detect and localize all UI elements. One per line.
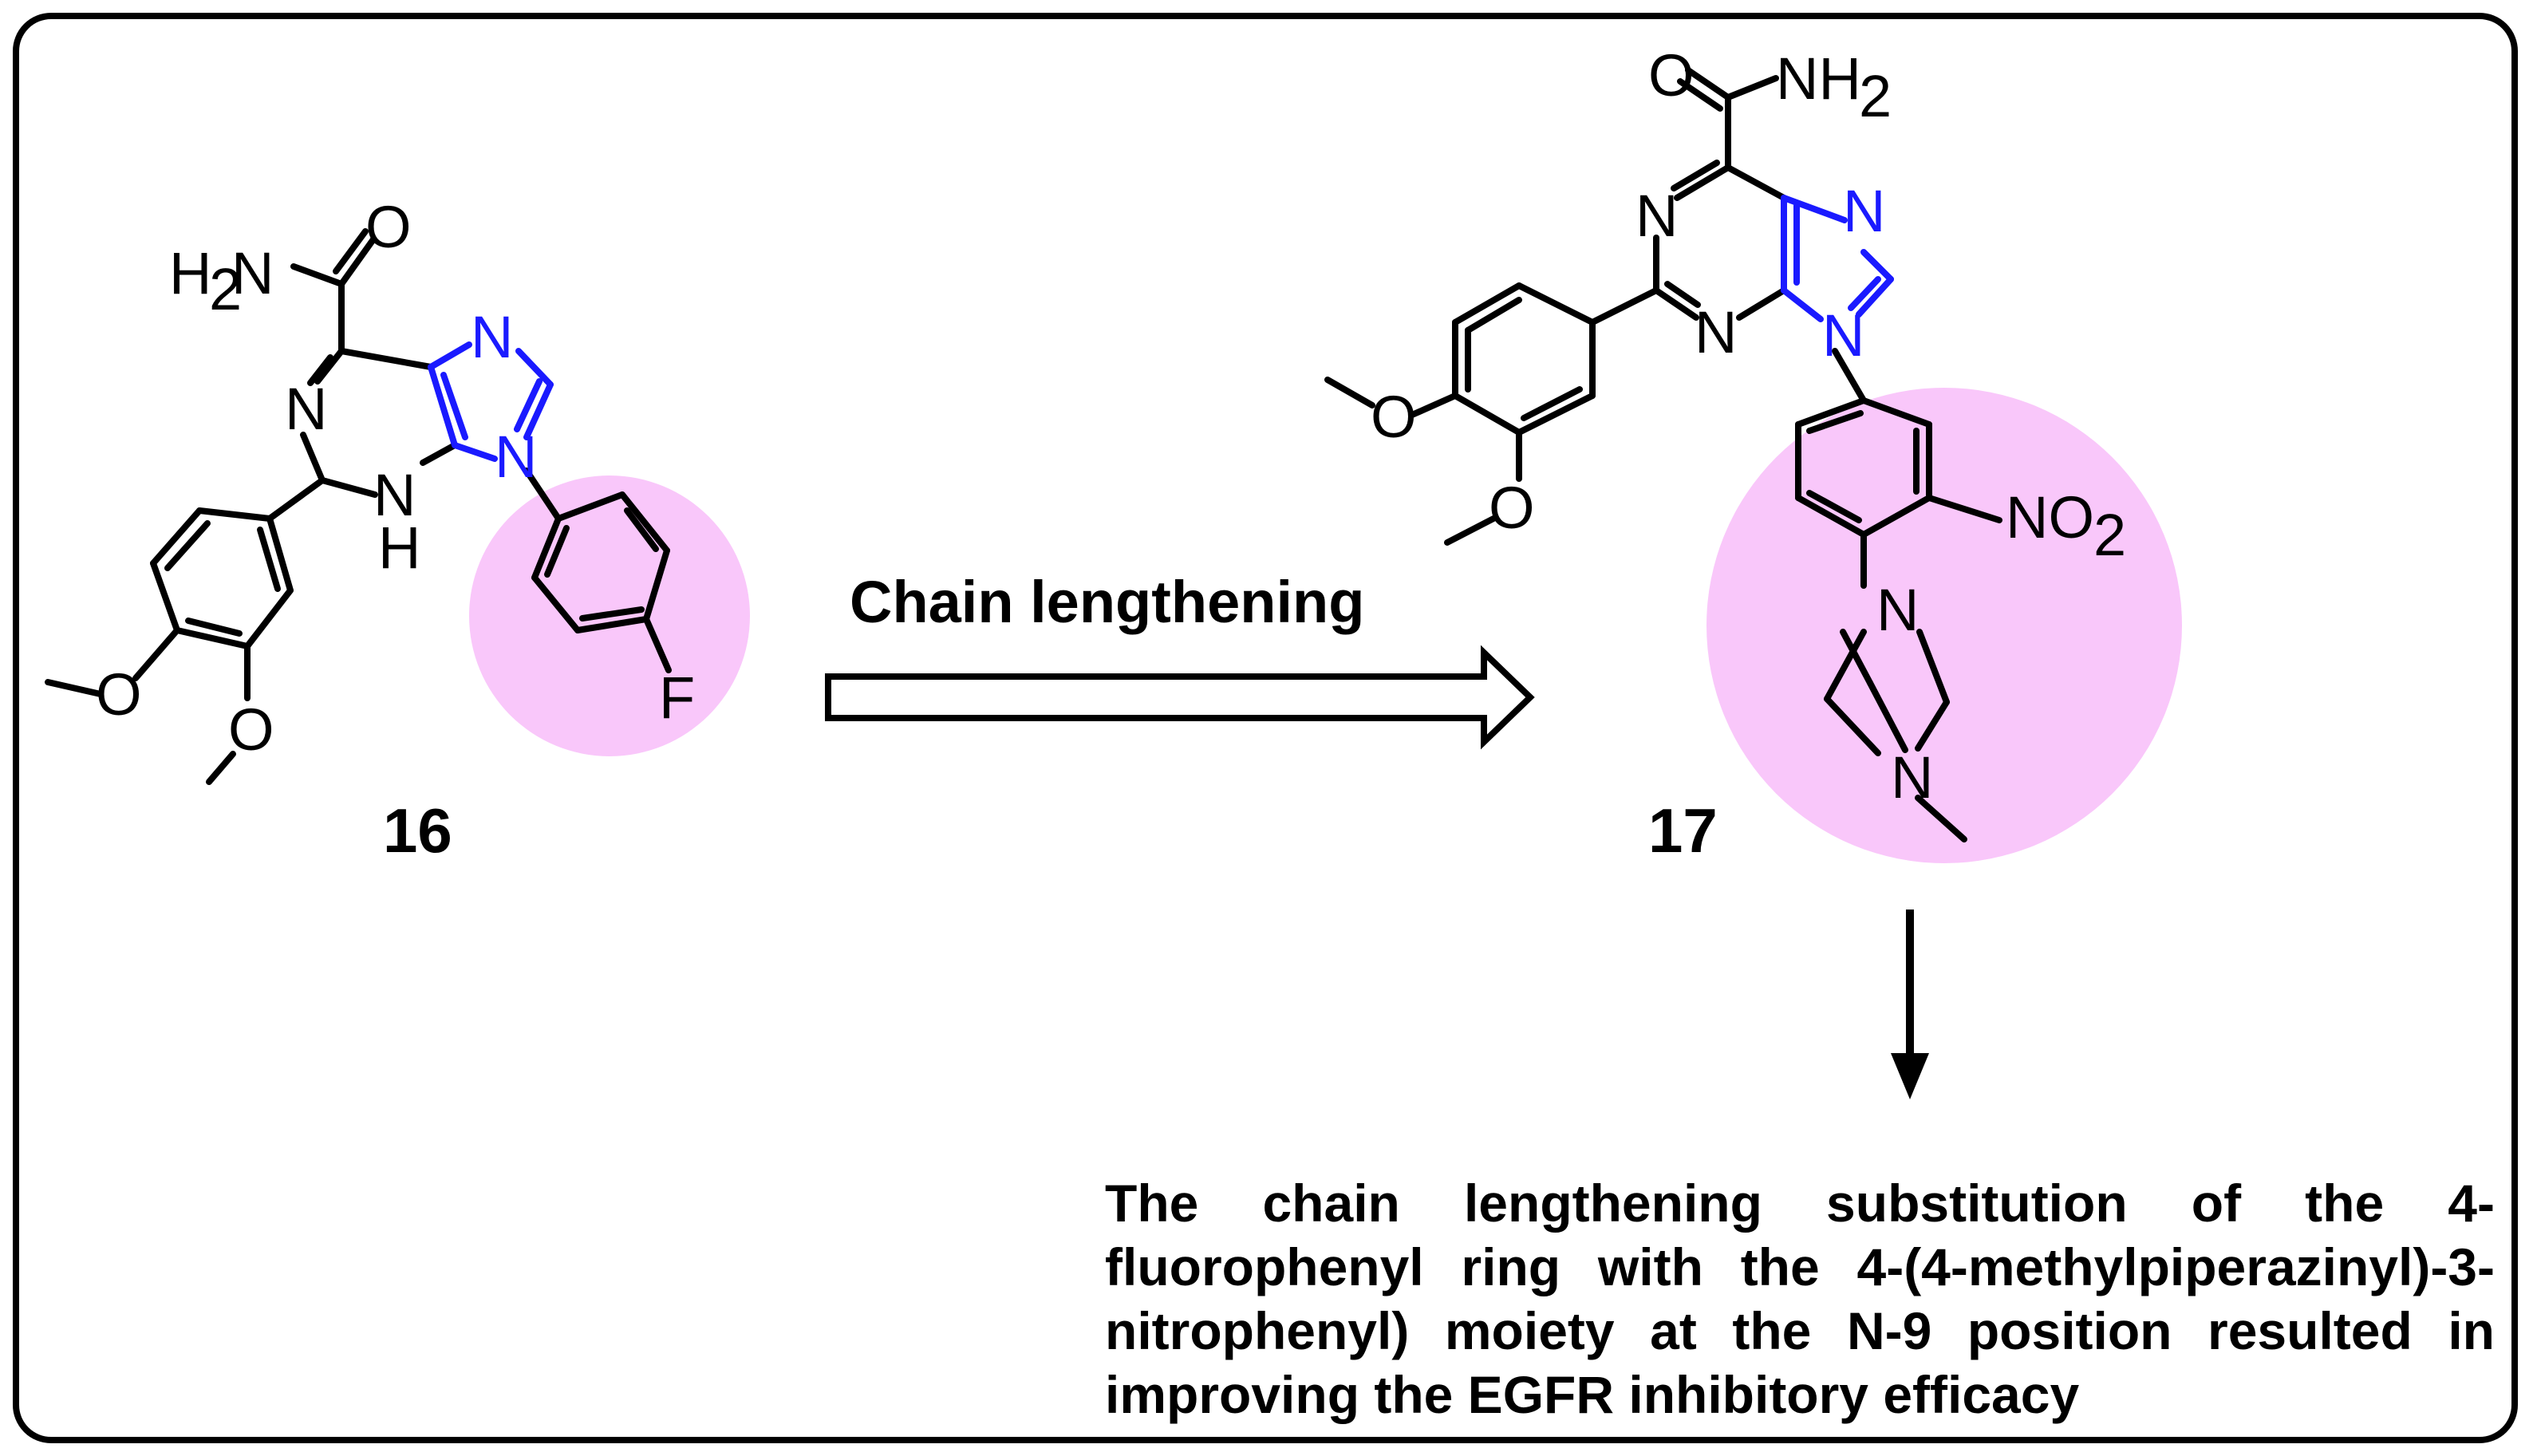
atom-labels-16: H 2 N O N N H N N F O O: [96, 194, 695, 763]
svg-text:N: N: [471, 304, 513, 370]
svg-text:H: H: [169, 240, 211, 306]
structure-17: [1324, 67, 1787, 546]
svg-text:2: 2: [209, 256, 242, 322]
compound-label-16: 16: [383, 795, 452, 866]
svg-text:N: N: [1635, 183, 1678, 249]
svg-text:N: N: [231, 240, 274, 306]
svg-text:O: O: [228, 696, 274, 763]
svg-text:N: N: [1822, 302, 1864, 369]
svg-text:NO: NO: [2006, 484, 2094, 550]
svg-text:O: O: [365, 194, 412, 260]
svg-text:O: O: [1489, 475, 1535, 541]
svg-text:N: N: [1695, 299, 1737, 365]
svg-text:NH: NH: [1776, 45, 1861, 112]
arrow-label: Chain lengthening: [850, 569, 1364, 635]
svg-text:N: N: [1876, 577, 1919, 643]
svg-text:N: N: [373, 462, 416, 528]
svg-text:N: N: [1843, 178, 1885, 244]
svg-text:N: N: [495, 424, 537, 490]
highlight-circle-piperazinyl-nitrophenyl: [1706, 388, 2182, 863]
svg-text:N: N: [285, 376, 327, 442]
structure-16: [45, 228, 458, 785]
svg-text:O: O: [1648, 42, 1695, 109]
svg-text:H: H: [378, 515, 420, 581]
svg-text:O: O: [1371, 384, 1417, 450]
result-arrow-head: [1891, 1053, 1929, 1099]
svg-text:2: 2: [1859, 63, 1892, 129]
compound-label-17: 17: [1648, 795, 1718, 866]
imidazole-16: [428, 341, 554, 462]
imidazole-17: [1781, 195, 1894, 322]
reaction-arrow: [825, 645, 1535, 750]
svg-text:O: O: [96, 661, 142, 728]
fluorophenyl-16: [523, 468, 672, 673]
piperazinyl-nitrophenyl-17: [1795, 348, 2002, 842]
svg-text:F: F: [659, 665, 695, 731]
atom-labels-17: O NH 2 N N N N O O NO 2 N N: [1371, 42, 2126, 811]
conclusion-caption: The chain lengthening substitution of th…: [1105, 1174, 2495, 1424]
svg-text:2: 2: [2093, 502, 2126, 568]
svg-text:N: N: [1891, 744, 1933, 811]
